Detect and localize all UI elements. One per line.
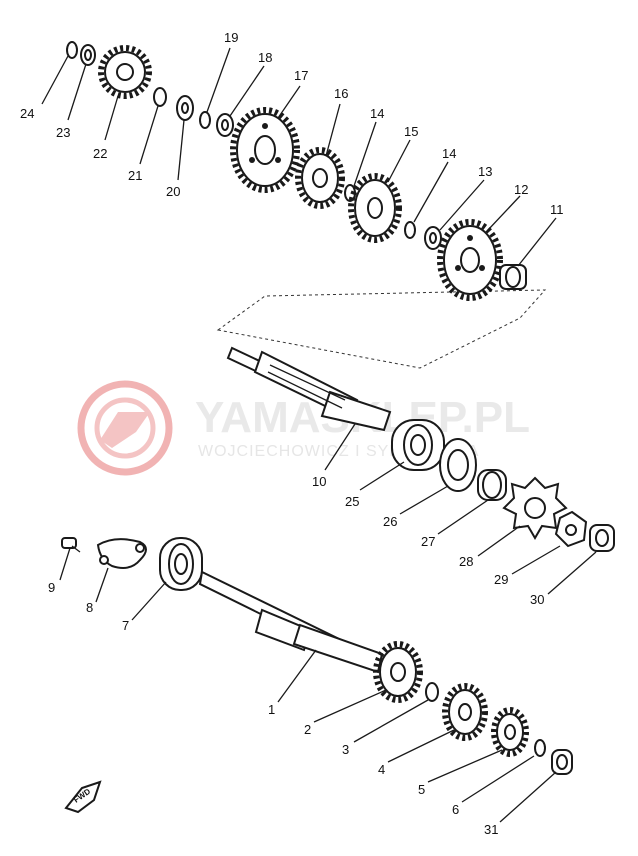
label-18: 18 bbox=[258, 50, 272, 65]
part-27-collar bbox=[477, 469, 507, 501]
part-8-bearing-retainer bbox=[96, 538, 147, 569]
part-2-gear bbox=[373, 641, 423, 703]
label-12: 12 bbox=[514, 182, 528, 197]
part-20-washer bbox=[176, 95, 194, 121]
part-24-circlip bbox=[66, 41, 78, 59]
part-21-circlip bbox=[153, 87, 167, 107]
label-31: 31 bbox=[484, 822, 498, 837]
part-10-drive-axle bbox=[226, 346, 392, 432]
part-28-sprocket bbox=[502, 476, 568, 540]
label-17: 17 bbox=[294, 68, 308, 83]
part-1-main-shaft bbox=[198, 570, 384, 674]
part-19-circlip bbox=[199, 111, 211, 129]
label-14-lower: 14 bbox=[442, 146, 456, 161]
part-7-bearing bbox=[159, 537, 203, 591]
part-13-washer bbox=[424, 226, 442, 250]
label-4: 4 bbox=[378, 762, 385, 777]
label-5: 5 bbox=[418, 782, 425, 797]
fwd-arrow-icon: FWD bbox=[64, 780, 102, 814]
leader-lines bbox=[41, 47, 597, 823]
label-24: 24 bbox=[20, 106, 34, 121]
part-4-gear bbox=[442, 683, 488, 741]
part-22-gear bbox=[98, 45, 152, 99]
part-6-washer bbox=[534, 739, 546, 757]
label-2: 2 bbox=[304, 722, 311, 737]
label-25: 25 bbox=[345, 494, 359, 509]
label-16: 16 bbox=[334, 86, 348, 101]
part-11-collar bbox=[499, 264, 527, 290]
part-31-nut bbox=[551, 749, 573, 775]
part-25-bearing bbox=[391, 419, 445, 471]
label-21: 21 bbox=[128, 168, 142, 183]
label-9: 9 bbox=[48, 580, 55, 595]
part-26-oil-seal bbox=[439, 438, 477, 492]
label-20: 20 bbox=[166, 184, 180, 199]
part-12-gear bbox=[437, 219, 503, 301]
part-18-washer bbox=[216, 113, 234, 137]
label-7: 7 bbox=[122, 618, 129, 633]
label-28: 28 bbox=[459, 554, 473, 569]
label-29: 29 bbox=[494, 572, 508, 587]
part-labels: 24 23 22 21 20 19 18 17 16 14 15 14 13 1… bbox=[20, 30, 564, 837]
label-11: 11 bbox=[550, 202, 564, 217]
label-26: 26 bbox=[383, 514, 397, 529]
label-13: 13 bbox=[478, 164, 492, 179]
label-14-upper: 14 bbox=[370, 106, 384, 121]
part-17-gear bbox=[230, 107, 300, 193]
part-5-gear bbox=[491, 707, 529, 757]
label-23: 23 bbox=[56, 125, 70, 140]
part-14-circlip-lower bbox=[404, 221, 416, 239]
label-6: 6 bbox=[452, 802, 459, 817]
part-30-nut bbox=[589, 524, 615, 552]
label-30: 30 bbox=[530, 592, 544, 607]
label-19: 19 bbox=[224, 30, 238, 45]
label-22: 22 bbox=[93, 146, 107, 161]
part-16-gear bbox=[295, 147, 345, 209]
part-23-washer bbox=[80, 44, 96, 66]
label-10: 10 bbox=[312, 474, 326, 489]
part-3-circlip bbox=[425, 682, 439, 702]
watermark-logo bbox=[77, 380, 173, 476]
part-29-lock-washer bbox=[554, 510, 588, 548]
label-15: 15 bbox=[404, 124, 418, 139]
part-9-screw bbox=[61, 537, 81, 553]
label-8: 8 bbox=[86, 600, 93, 615]
part-15-gear bbox=[348, 173, 402, 243]
label-3: 3 bbox=[342, 742, 349, 757]
label-1: 1 bbox=[268, 702, 275, 717]
assembly-outline bbox=[216, 289, 547, 369]
label-27: 27 bbox=[421, 534, 435, 549]
